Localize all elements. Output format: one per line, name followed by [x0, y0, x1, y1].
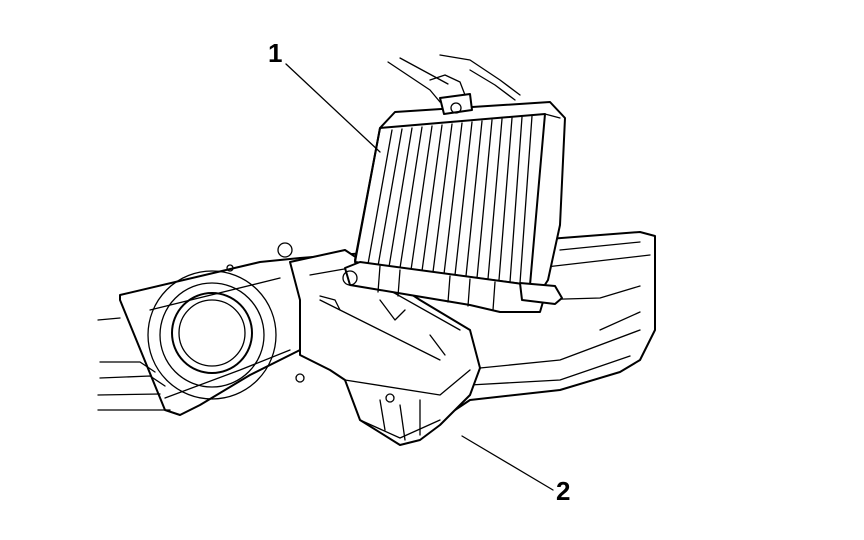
leader-line-1 [285, 63, 381, 153]
callout-2: 2 [556, 476, 570, 506]
heater-core-fins [367, 115, 533, 284]
leader-line-2 [461, 435, 554, 491]
hands [387, 54, 521, 103]
callout-1: 1 [268, 38, 282, 68]
heater-core [342, 93, 566, 313]
